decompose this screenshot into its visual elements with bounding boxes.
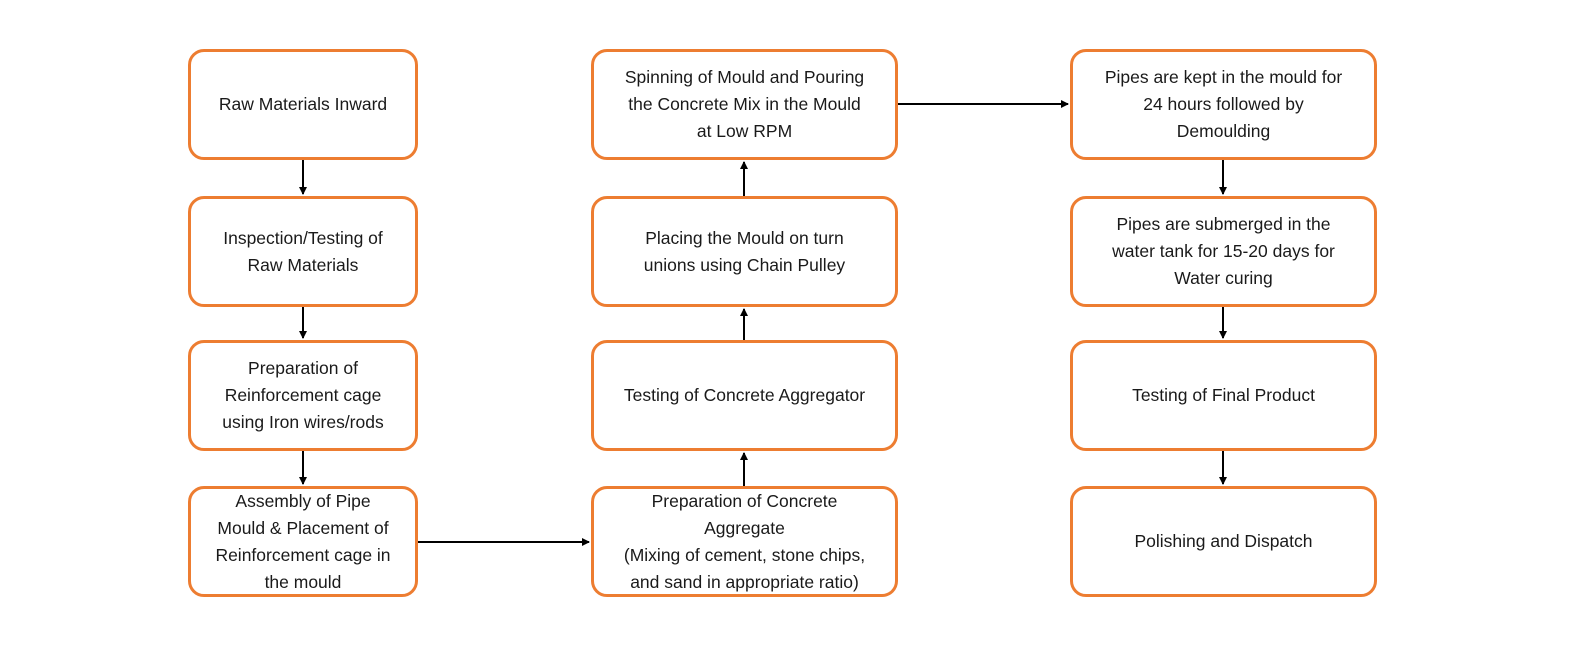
step-label: Assembly of Pipe Mould & Placement of Re…	[215, 490, 391, 592]
step-concrete-aggregator-testing: Testing of Concrete Aggregator	[591, 340, 898, 451]
step-label: Pipes are kept in the mould for 24 hours…	[1104, 67, 1343, 141]
step-raw-materials-inward: Raw Materials Inward	[188, 49, 418, 160]
step-demoulding: Pipes are kept in the mould for 24 hours…	[1070, 49, 1377, 160]
step-reinforcement-cage-prep: Preparation of Reinforcement cage using …	[188, 340, 418, 451]
step-water-curing: Pipes are submerged in the water tank fo…	[1070, 196, 1377, 307]
step-label: Polishing and Dispatch	[1134, 531, 1313, 551]
step-label: Preparation of Reinforcement cage using …	[222, 358, 384, 432]
step-label: Testing of Concrete Aggregator	[623, 385, 866, 405]
step-polishing-dispatch: Polishing and Dispatch	[1070, 486, 1377, 597]
step-final-product-testing: Testing of Final Product	[1070, 340, 1377, 451]
step-pipe-mould-assembly: Assembly of Pipe Mould & Placement of Re…	[188, 486, 418, 597]
step-placing-mould: Placing the Mould on turn unions using C…	[591, 196, 898, 307]
step-inspection-testing: Inspection/Testing of Raw Materials	[188, 196, 418, 307]
step-label: Raw Materials Inward	[218, 94, 388, 114]
step-label: Testing of Final Product	[1132, 385, 1315, 405]
step-label: Pipes are submerged in the water tank fo…	[1112, 214, 1335, 288]
step-label: Preparation of Concrete Aggregate (Mixin…	[623, 490, 866, 592]
step-label: Placing the Mould on turn unions using C…	[643, 227, 846, 275]
step-label: Inspection/Testing of Raw Materials	[223, 227, 383, 275]
step-label: Spinning of Mould and Pouring the Concre…	[624, 67, 865, 141]
step-concrete-aggregate-prep: Preparation of Concrete Aggregate (Mixin…	[591, 486, 898, 597]
step-spinning-pouring: Spinning of Mould and Pouring the Concre…	[591, 49, 898, 160]
